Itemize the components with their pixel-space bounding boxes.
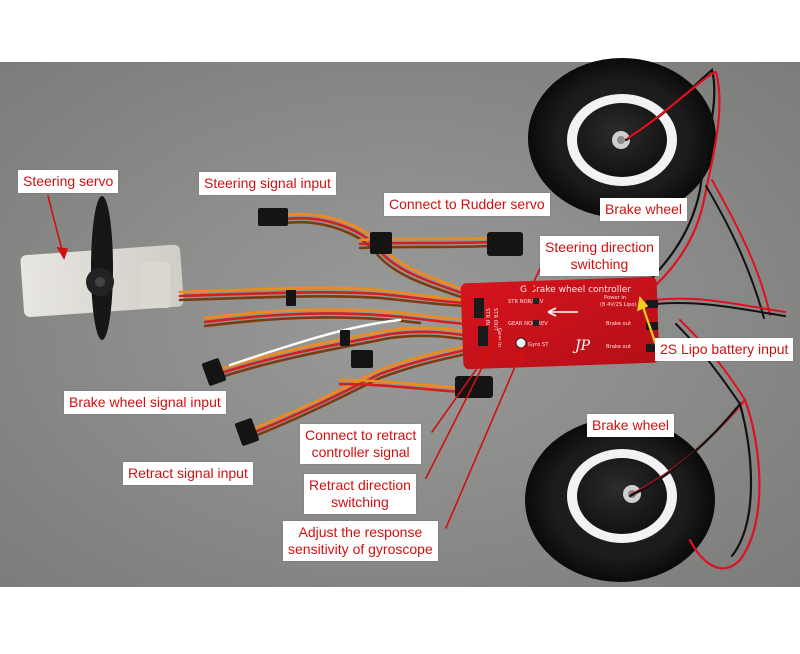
board-brake-out-1: Brake out — [606, 321, 631, 327]
label-brake-wheel-bottom: Brake wheel — [587, 414, 675, 437]
signal-wires — [216, 318, 472, 440]
board-gear-in: Gear in — [496, 328, 502, 347]
board-str-switch: STR NOR/REV — [508, 299, 544, 305]
label-connect-rudder-servo: Connect to Rudder servo — [384, 193, 550, 216]
str-switch-jumper — [533, 298, 539, 304]
controller-board: G-Brake wheel controller STR NOR/REV GEA… — [460, 276, 660, 370]
board-title: G-Brake wheel controller — [520, 285, 631, 295]
servo-header — [474, 298, 484, 318]
annotation-arrows — [47, 195, 658, 529]
brake-wheel-bottom-image — [525, 418, 715, 582]
brake-wheel-top-image — [528, 58, 716, 218]
gear-header — [478, 326, 488, 346]
label-retract-controller: Connect to retract controller signal — [300, 424, 422, 464]
label-gyro-sensitivity: Adjust the response sensitivity of gyros… — [283, 521, 438, 561]
board-gear-switch: GEAR NOR/REV — [508, 321, 548, 327]
board-str-in: STR IN — [484, 308, 490, 325]
label-steering-direction: Steering direction switching — [540, 236, 659, 276]
servo-wires — [178, 286, 472, 328]
label-brake-wheel-signal-input: Brake wheel signal input — [64, 391, 226, 414]
board-arrow-icon — [547, 307, 578, 317]
board-gyro: Gyro ST — [528, 342, 549, 348]
board-brake-out-2: Brake out — [606, 344, 631, 350]
label-steering-signal-input: Steering signal input — [199, 172, 336, 195]
gear-switch-jumper — [533, 320, 539, 326]
steering-servo-image — [20, 196, 184, 340]
board-power-in: Power in — [604, 295, 626, 301]
label-retract-direction: Retract direction switching — [304, 474, 416, 514]
board-logo: JP — [572, 338, 591, 354]
label-retract-signal-input: Retract signal input — [123, 462, 253, 485]
label-steering-servo: Steering servo — [18, 170, 119, 193]
label-brake-wheel-top: Brake wheel — [600, 198, 688, 221]
board-power-spec: (8.4V/2S Lipo) — [600, 302, 637, 308]
gyro-knob-icon — [515, 337, 527, 349]
board-str-out: STR OUT — [492, 308, 498, 332]
connectors — [202, 208, 523, 446]
label-lipo-input: 2S Lipo battery input — [655, 338, 794, 361]
